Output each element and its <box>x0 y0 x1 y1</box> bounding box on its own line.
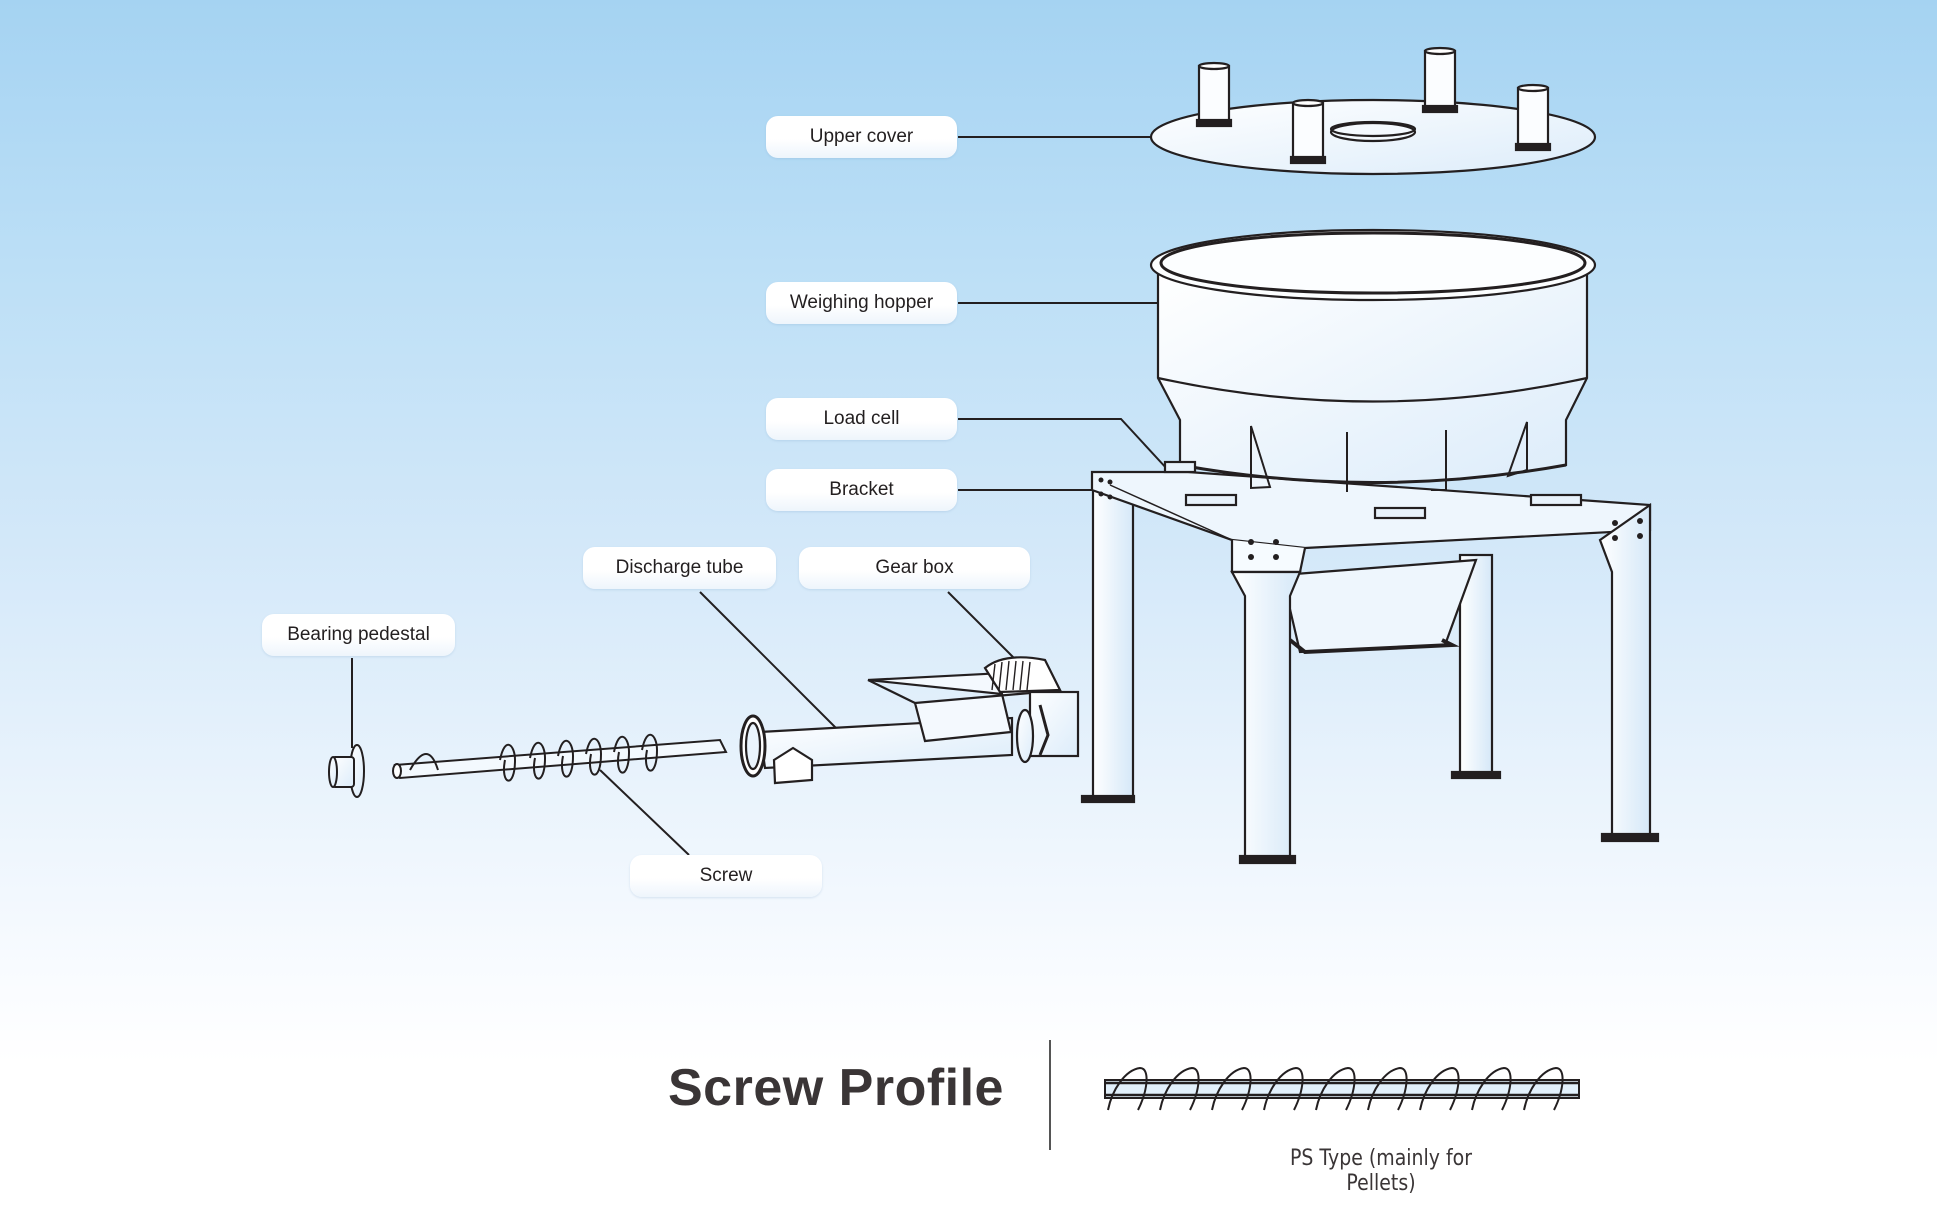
leader-load-cell <box>958 418 1169 471</box>
label-load-cell: Load cell <box>766 398 957 440</box>
screw-flight <box>1419 1066 1460 1111</box>
screw-flight <box>1159 1066 1200 1111</box>
leader-gear-box <box>947 591 1015 659</box>
section-divider <box>1049 1040 1051 1150</box>
cover-port <box>1514 83 1552 152</box>
weighing-hopper-part <box>1149 228 1597 520</box>
screw-flight <box>1315 1066 1356 1111</box>
label-gear-box: Gear box <box>799 547 1030 589</box>
label-discharge-tube: Discharge tube <box>583 547 776 589</box>
label-upper-cover: Upper cover <box>766 116 957 158</box>
label-bearing-pedestal: Bearing pedestal <box>262 614 455 656</box>
cover-port <box>1195 61 1233 128</box>
leader-discharge-tube <box>699 591 843 735</box>
screw-profile-title: Screw Profile <box>668 1059 1004 1117</box>
screw-profile-caption: PS Type (mainly for Pellets) <box>1289 1146 1473 1196</box>
screw-flight <box>1107 1066 1148 1111</box>
screw-flight <box>1471 1066 1512 1111</box>
leader-lines <box>351 136 1170 856</box>
label-bracket: Bracket <box>766 469 957 511</box>
screw-part <box>392 734 728 782</box>
label-screw: Screw <box>630 855 822 897</box>
bracket-frame <box>1080 470 1660 865</box>
gear-box-part <box>983 656 1080 764</box>
screw-flight <box>1263 1066 1304 1111</box>
load-cell <box>1163 460 1583 520</box>
upper-cover-part <box>1149 46 1597 176</box>
bearing-pedestal-part <box>328 744 365 798</box>
screw-flight <box>1367 1066 1408 1111</box>
cover-port <box>1421 46 1459 114</box>
cover-port <box>1289 98 1327 165</box>
label-weighing-hopper: Weighing hopper <box>766 282 957 324</box>
screw-flight <box>1523 1066 1564 1111</box>
screw-profile-illustration <box>1104 1066 1580 1111</box>
screw-flight <box>1211 1066 1252 1111</box>
leader-screw <box>599 769 690 856</box>
discharge-tube-part <box>739 670 1032 785</box>
